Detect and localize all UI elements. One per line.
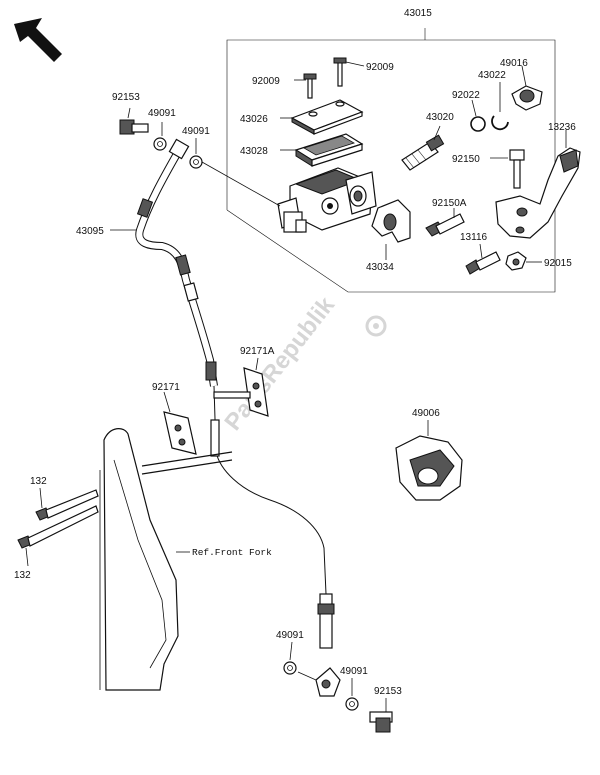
label-92153-bottom: 92153 xyxy=(374,686,402,697)
metal-brake-line xyxy=(210,385,327,595)
watermark: PartsRepublik xyxy=(219,291,387,436)
label-92009-right: 92009 xyxy=(366,62,394,73)
label-43095: 43095 xyxy=(76,226,104,237)
nut-92015[interactable] xyxy=(505,251,527,271)
boot-49016[interactable] xyxy=(511,85,543,111)
watermark-text: PartsRepublik xyxy=(219,291,340,435)
brake-hose-43095[interactable] xyxy=(135,138,218,387)
label-49091-lower-left: 49091 xyxy=(276,630,304,641)
ring-43022[interactable] xyxy=(491,115,509,131)
label-49091-top-right: 49091 xyxy=(182,126,210,137)
label-13236: 13236 xyxy=(548,122,576,133)
label-43015: 43015 xyxy=(404,8,432,19)
screw-92009-right[interactable] xyxy=(333,57,347,87)
label-49006: 49006 xyxy=(412,408,440,419)
label-92150A: 92150A xyxy=(432,198,467,209)
label-92009-left: 92009 xyxy=(252,76,280,87)
label-43022: 43022 xyxy=(478,70,506,81)
brake-lever-13236[interactable] xyxy=(495,147,581,239)
bolt-132-upper[interactable] xyxy=(35,489,99,521)
cover-49006[interactable] xyxy=(395,435,463,501)
clamp-92171A[interactable] xyxy=(213,367,269,417)
label-13116: 13116 xyxy=(460,232,488,243)
label-43034: 43034 xyxy=(366,262,394,273)
washer-49091-lower-right[interactable] xyxy=(345,697,359,711)
screw-92009-left[interactable] xyxy=(303,73,317,99)
bolt-92150A[interactable] xyxy=(425,213,465,237)
label-92150: 92150 xyxy=(452,154,480,165)
banjo-bolt-92153-bottom[interactable] xyxy=(369,711,393,733)
label-92015: 92015 xyxy=(544,258,572,269)
washer-49091-top-left[interactable] xyxy=(153,137,167,151)
diaphragm-43028[interactable] xyxy=(294,133,364,167)
piston-kit-43020[interactable] xyxy=(401,134,445,171)
clamp-43034[interactable] xyxy=(371,199,411,243)
label-132-upper: 132 xyxy=(30,476,47,487)
label-43026: 43026 xyxy=(240,114,268,125)
reservoir-cap-43026[interactable] xyxy=(290,99,364,135)
master-cylinder-body[interactable] xyxy=(277,167,377,233)
label-92171A: 92171A xyxy=(240,346,275,357)
lower-hose-fitting[interactable] xyxy=(315,593,341,697)
ref-front-fork-label: Ref.Front Fork xyxy=(192,547,272,558)
label-49091-top-left: 49091 xyxy=(148,108,176,119)
bolt-132-lower[interactable] xyxy=(17,505,99,549)
label-43028: 43028 xyxy=(240,146,268,157)
label-49091-lower-right: 49091 xyxy=(340,666,368,677)
label-49016: 49016 xyxy=(500,58,528,69)
front-direction-arrow-icon xyxy=(14,18,62,62)
banjo-bolt-92153-top[interactable] xyxy=(119,119,149,135)
label-92153-top: 92153 xyxy=(112,92,140,103)
bolt-92150[interactable] xyxy=(509,149,525,189)
label-132-lower: 132 xyxy=(14,570,31,581)
washer-49091-lower-left[interactable] xyxy=(283,661,297,675)
label-92171: 92171 xyxy=(152,382,180,393)
washer-49091-top-right[interactable] xyxy=(189,155,203,169)
circlip-92022[interactable] xyxy=(470,116,486,132)
label-43020: 43020 xyxy=(426,112,454,123)
pivot-bolt-13116[interactable] xyxy=(465,251,501,275)
front-fork-guard xyxy=(99,428,179,691)
clamp-92171[interactable] xyxy=(163,411,197,455)
label-92022: 92022 xyxy=(452,90,480,101)
